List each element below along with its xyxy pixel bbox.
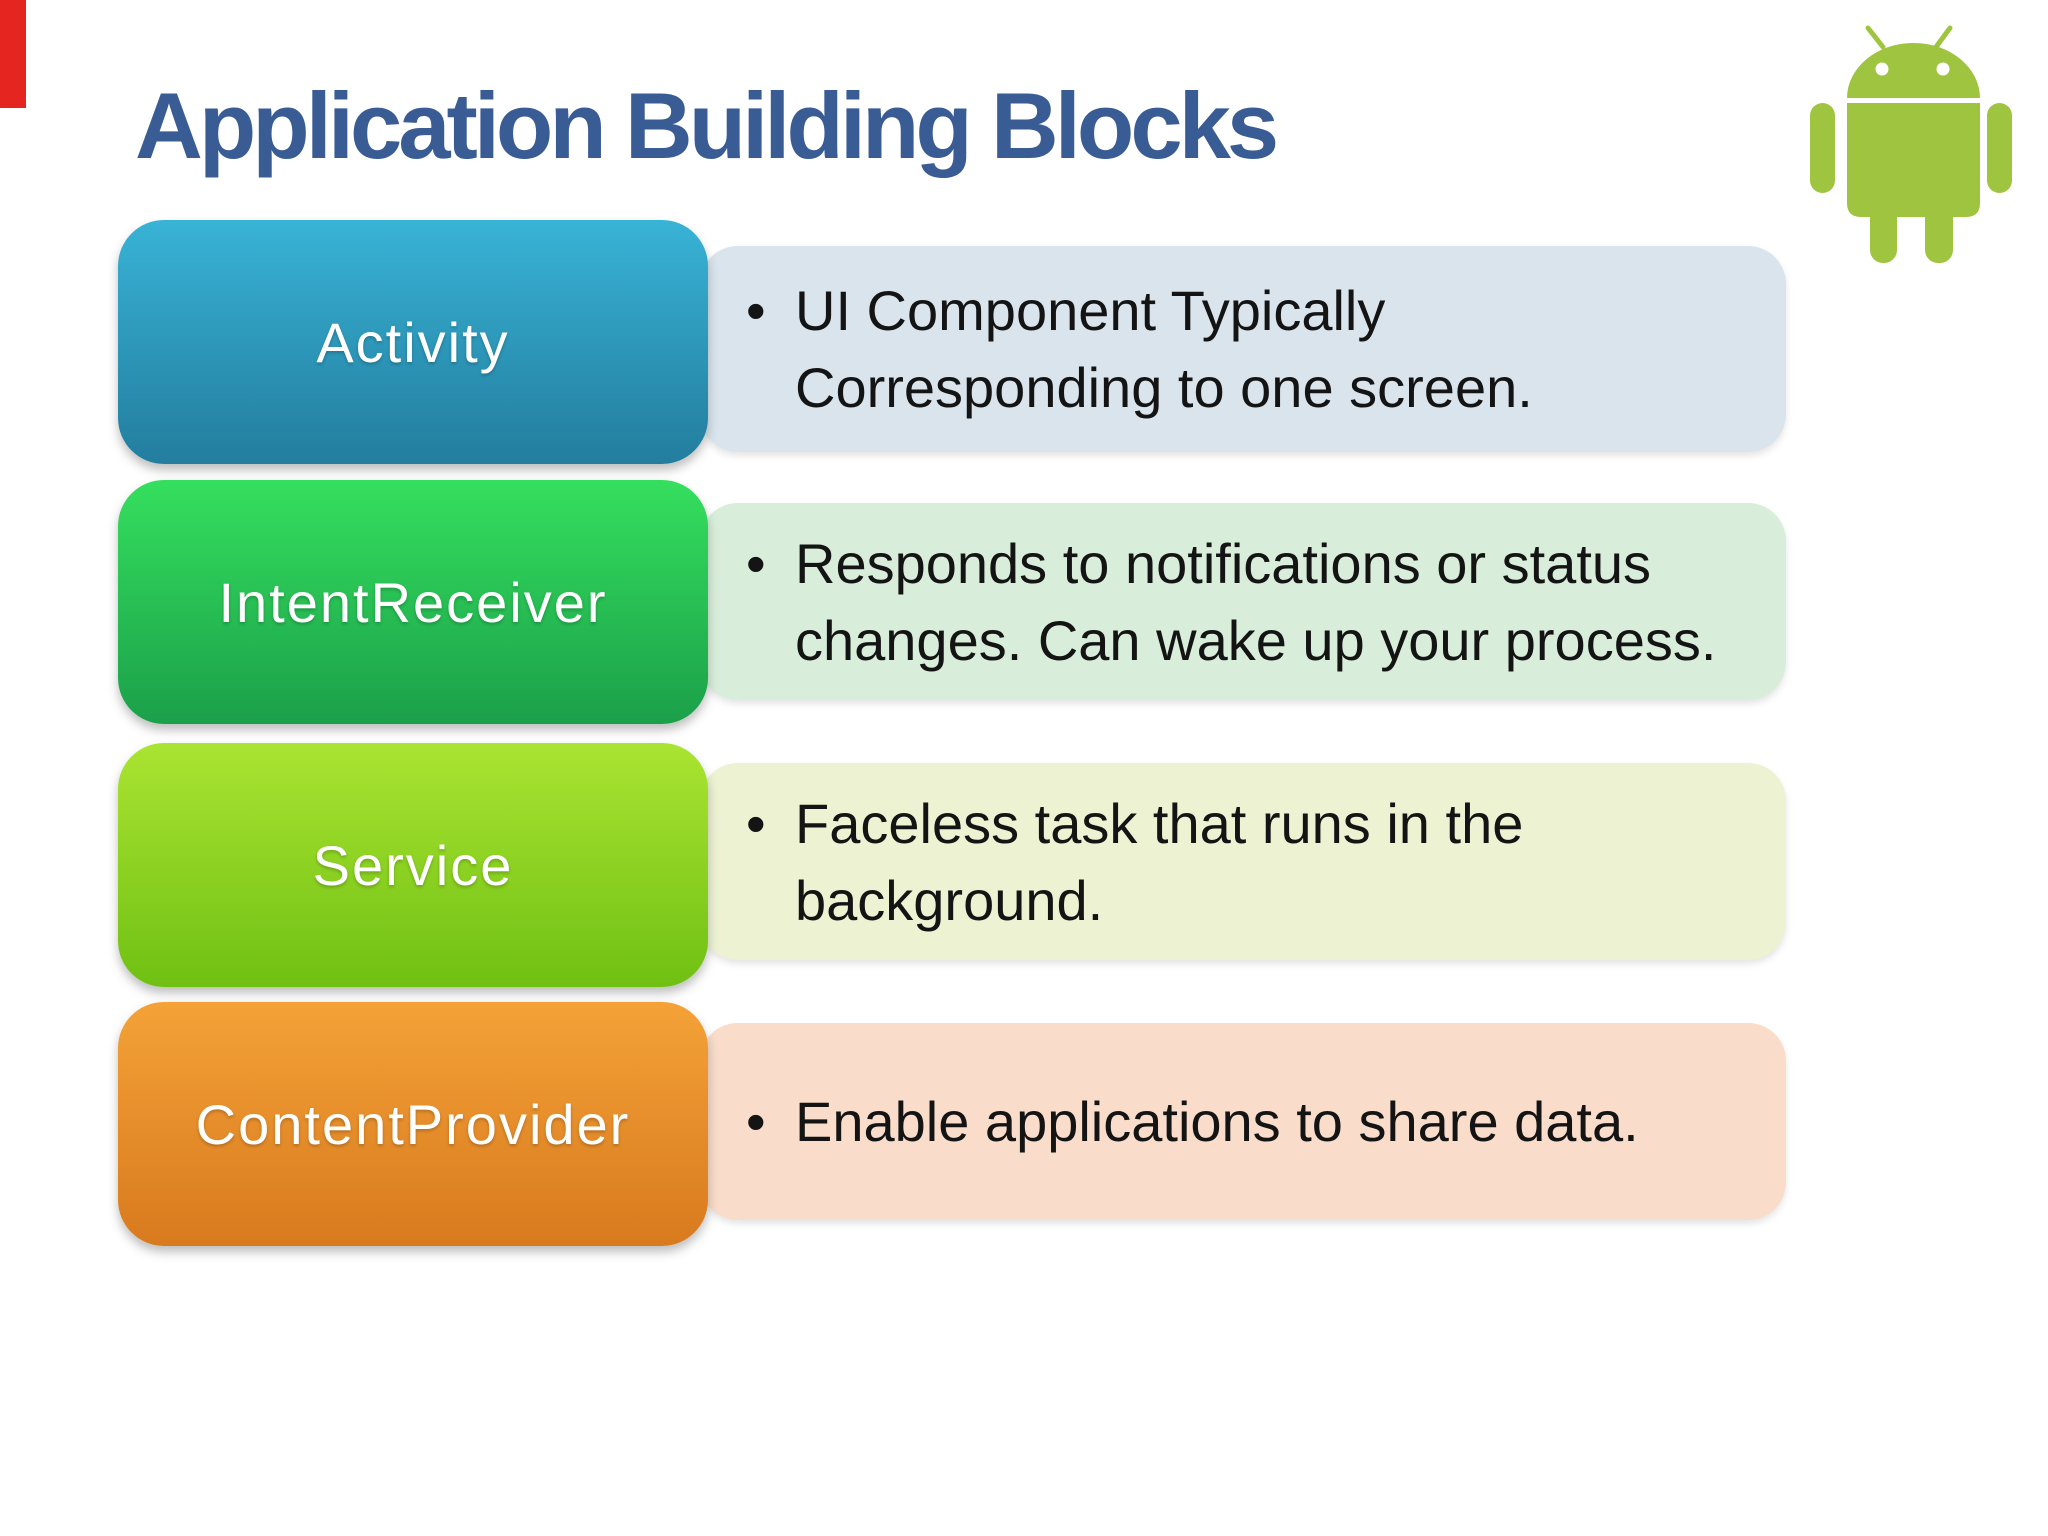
description-line: changes. Can wake up your process. [795, 608, 1717, 672]
bullet-marker: • [746, 531, 766, 595]
service-description-box: • Faceless task that runs in the backgro… [700, 763, 1786, 960]
description-line: Corresponding to one screen. [795, 356, 1533, 419]
bullet-marker: • [746, 791, 766, 855]
intentreceiver-block: IntentReceiver [118, 480, 708, 724]
description-line: Enable applications to share data. [795, 1090, 1639, 1153]
block-label: Service [312, 833, 514, 897]
bullet-marker: • [746, 279, 766, 342]
android-body [1847, 103, 1980, 217]
description-line: Faceless task that runs in the [795, 791, 1524, 855]
activity-description-box: • UI Component Typically Corresponding t… [700, 246, 1786, 452]
android-arm-right [1987, 103, 2012, 193]
description-line: background. [795, 868, 1104, 932]
android-eye-left [1875, 62, 1889, 76]
contentprovider-block: ContentProvider [118, 1002, 708, 1246]
block-label: ContentProvider [195, 1092, 631, 1156]
description-line: UI Component Typically [795, 279, 1386, 342]
activity-block: Activity [118, 220, 708, 464]
block-label: IntentReceiver [218, 570, 608, 634]
android-antenna-right [1933, 25, 1953, 50]
description-line: Responds to notifications or status [795, 531, 1652, 595]
red-corner-bar [0, 0, 26, 108]
page-title: Application Building Blocks [135, 73, 1279, 178]
android-eye-right [1936, 62, 1950, 76]
intentreceiver-description-box: • Responds to notifications or status ch… [700, 503, 1786, 700]
bullet-marker: • [746, 1090, 766, 1153]
contentprovider-description-box: • Enable applications to share data. [700, 1023, 1786, 1220]
android-arm-left [1810, 103, 1835, 193]
android-antenna-left [1865, 25, 1886, 50]
android-robot-icon [1810, 25, 2012, 263]
service-block: Service [118, 743, 708, 987]
android-head [1847, 42, 1980, 98]
block-label: Activity [316, 310, 510, 374]
